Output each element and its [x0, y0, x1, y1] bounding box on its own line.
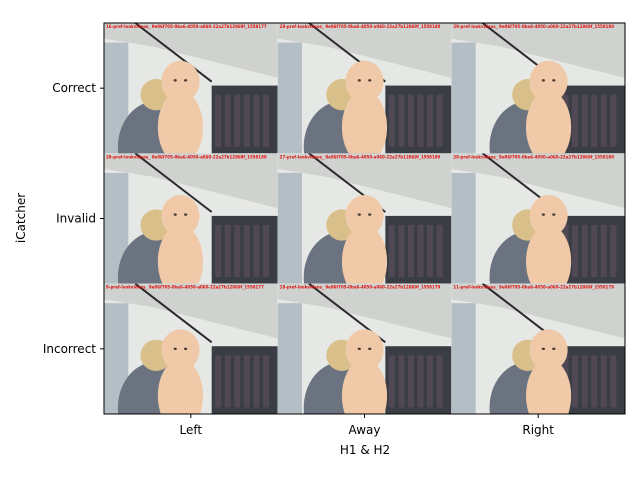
y-tick-label: Incorrect	[43, 342, 96, 356]
image-cell: 11-pref-lookvideos_ 9e06f705-0ba6-4050-a…	[451, 283, 625, 414]
image-cell: 9-pref-lookvideos_ 9e06f705-0ba6-4050-a0…	[104, 283, 278, 414]
image-cell: 16-pref-lookvideos_ 9e06f705-0ba6-4050-a…	[104, 23, 278, 154]
image-cell: 18-pref-lookvideos_ 9e06f705-0ba6-4050-a…	[277, 283, 452, 414]
x-tick-label: Away	[349, 423, 381, 437]
image-cell: 20-pref-lookvideos_ 9e06f705-0ba6-4050-a…	[451, 153, 625, 284]
y-axis-label: iCatcher	[14, 193, 28, 243]
x-tick-label: Right	[522, 423, 554, 437]
image-cell: 29-pref-lookvideos_ 9e06f705-0ba6-4050-a…	[104, 153, 278, 284]
image-cell: 29-pref-lookvideos_ 9e06f705-0ba6-4050-a…	[451, 23, 625, 154]
y-tick-label: Invalid	[56, 212, 96, 226]
frame-caption: 29-pref-lookvideos_ 9e06f705-0ba6-4050-a…	[453, 24, 614, 29]
x-tick-label: Left	[180, 423, 203, 437]
x-axis-label: H1 & H2	[340, 443, 390, 457]
cells-layer: 16-pref-lookvideos_ 9e06f705-0ba6-4050-a…	[104, 23, 625, 414]
image-cell: 27-pref-lookvideos_ 9e06f705-0ba6-4050-a…	[277, 153, 452, 284]
frame-caption: 16-pref-lookvideos_ 9e06f705-0ba6-4050-a…	[106, 24, 267, 29]
frame-caption: 11-pref-lookvideos_ 9e06f705-0ba6-4050-a…	[453, 285, 614, 290]
frame-caption: 27-pref-lookvideos_ 9e06f705-0ba6-4050-a…	[280, 154, 441, 159]
frame-caption: 9-pref-lookvideos_ 9e06f705-0ba6-4050-a0…	[106, 285, 264, 290]
image-cell: 28-pref-lookvideos_ 9e06f705-0ba6-4050-a…	[277, 23, 452, 154]
x-ticks: Left Away Right	[180, 414, 554, 437]
frame-caption: 20-pref-lookvideos_ 9e06f705-0ba6-4050-a…	[453, 154, 614, 159]
y-tick-label: Correct	[52, 81, 96, 95]
frame-caption: 18-pref-lookvideos_ 9e06f705-0ba6-4050-a…	[280, 285, 441, 290]
frame-caption: 28-pref-lookvideos_ 9e06f705-0ba6-4050-a…	[280, 24, 441, 29]
frame-caption: 29-pref-lookvideos_ 9e06f705-0ba6-4050-a…	[106, 154, 267, 159]
